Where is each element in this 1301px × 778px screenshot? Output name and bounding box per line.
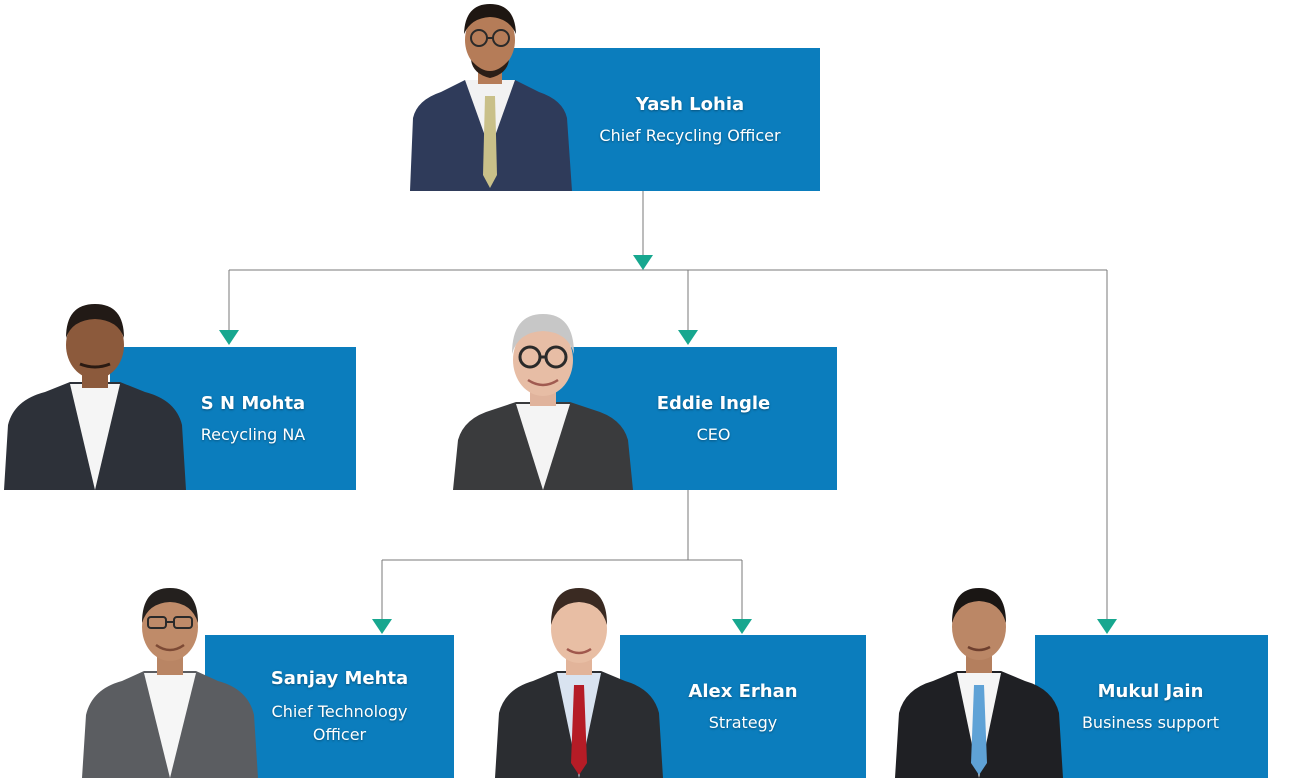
arrow-down-icon <box>1097 619 1117 634</box>
person-role: Business support <box>1081 712 1220 732</box>
arrow-down-icon <box>678 330 698 345</box>
portrait-photo <box>4 304 186 490</box>
person-name: Alex Erhan <box>688 680 798 702</box>
portrait-photo <box>410 4 572 191</box>
arrow-down-icon <box>732 619 752 634</box>
person-role: Chief Recycling Officer <box>599 125 781 145</box>
person-name: Mukul Jain <box>1097 680 1204 702</box>
person-name: Eddie Ingle <box>656 392 771 414</box>
person-role-line: Officer <box>312 725 367 744</box>
person-role-line: Chief Technology <box>271 702 408 721</box>
arrow-down-icon <box>219 330 239 345</box>
portrait-photo <box>895 588 1063 778</box>
portrait-photo <box>453 314 633 490</box>
person-name: S N Mohta <box>200 392 306 414</box>
arrow-down-icon <box>372 619 392 634</box>
person-name: Yash Lohia <box>635 93 745 115</box>
card-mukul-jain[interactable]: Mukul Jain Business support <box>1035 635 1268 778</box>
person-name: Sanjay Mehta <box>270 668 409 689</box>
portrait-photo <box>82 588 258 778</box>
person-role: CEO <box>696 424 731 444</box>
arrow-down-icon <box>633 255 653 270</box>
portrait-photo <box>495 588 663 778</box>
person-role: Strategy <box>708 712 778 732</box>
person-role: Recycling NA <box>200 424 306 444</box>
person-role: Chief Technology Officer <box>272 700 408 746</box>
